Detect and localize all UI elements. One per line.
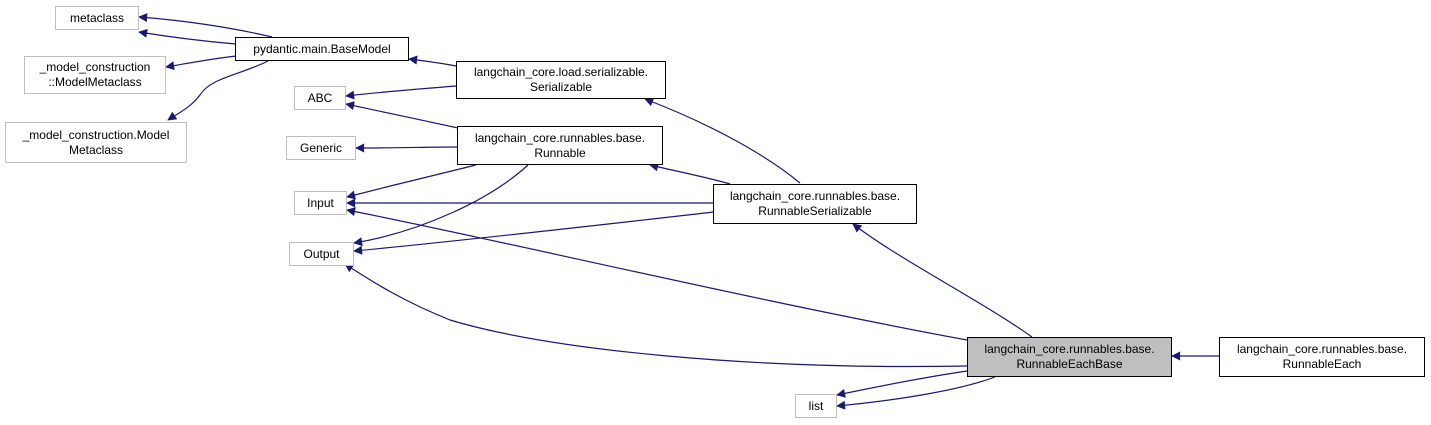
edge-serializable-abc: [345, 85, 457, 100]
node-label: RunnableEach: [1282, 357, 1362, 371]
node-runnable-each-base[interactable]: langchain_core.runnables.base. RunnableE…: [967, 337, 1172, 377]
node-output[interactable]: Output: [289, 242, 354, 266]
edge-serializable-basemodel: [408, 55, 457, 67]
node-generic[interactable]: Generic: [286, 136, 356, 160]
edge-basemodel-modelmetaclass-ns: [165, 55, 237, 71]
node-label: RunnableEachBase: [1016, 357, 1123, 371]
node-runnable-serializable[interactable]: langchain_core.runnables.base. RunnableS…: [713, 184, 917, 224]
node-label: Serializable: [529, 80, 593, 94]
node-label: _model_construction: [39, 60, 151, 74]
edge-runnable-input: [346, 164, 477, 200]
node-label: ABC: [307, 90, 333, 105]
edge-runnableeachbase-list-2: [836, 376, 996, 410]
node-label: langchain_core.runnables.base.: [1236, 342, 1408, 356]
node-model-metaclass-ns[interactable]: _model_construction ::ModelMetaclass: [24, 56, 166, 94]
edge-runnableserializable-runnable: [649, 162, 731, 185]
node-serializable[interactable]: langchain_core.load.serializable. Serial…: [456, 61, 666, 99]
node-label: Output: [303, 246, 340, 261]
node-metaclass[interactable]: metaclass: [55, 6, 139, 30]
node-label: _model_construction.Model: [22, 127, 170, 142]
node-label: Input: [307, 195, 334, 210]
node-label: Metaclass: [68, 142, 124, 157]
node-label: metaclass: [69, 10, 125, 25]
edge-basemodel-modelmetaclass-dot: [167, 60, 269, 121]
edge-runnableeachbase-input: [346, 207, 968, 341]
node-label: langchain_core.runnables.base.: [984, 342, 1155, 356]
node-list[interactable]: list: [795, 394, 837, 418]
node-label: Generic: [299, 140, 343, 155]
node-label: langchain_core.runnables.base.: [729, 189, 901, 203]
edge-runnable-abc: [345, 101, 459, 129]
edge-runnableeachbase-list-1: [836, 370, 968, 398]
node-runnable[interactable]: langchain_core.runnables.base. Runnable: [457, 126, 663, 165]
node-input[interactable]: Input: [294, 191, 347, 215]
node-label: langchain_core.runnables.base.: [474, 130, 646, 145]
node-label: langchain_core.load.serializable.: [473, 65, 649, 79]
node-base-model[interactable]: pydantic.main.BaseModel: [235, 37, 409, 61]
node-label: Runnable: [534, 145, 586, 160]
node-label: list: [808, 398, 824, 413]
node-label: RunnableSerializable: [758, 204, 872, 218]
node-runnable-each[interactable]: langchain_core.runnables.base. RunnableE…: [1219, 337, 1425, 377]
node-abc[interactable]: ABC: [294, 86, 346, 110]
edge-runnableserializable-output: [353, 211, 715, 255]
edge-runnable-generic: [355, 143, 459, 153]
edge-runnableeachbase-runnableserializable: [852, 223, 1033, 338]
edge-runnableserializable-serializable: [644, 97, 801, 184]
node-model-metaclass-dot[interactable]: _model_construction.Model Metaclass: [5, 122, 187, 163]
edge-runnable-output: [353, 164, 529, 247]
edge-basemodel-metaclass-1: [138, 13, 273, 38]
edge-basemodel-metaclass-2: [138, 28, 237, 45]
edge-runnableeachbase-output: [344, 263, 968, 368]
node-label: pydantic.main.BaseModel: [253, 41, 391, 56]
node-label: ::ModelMetaclass: [48, 75, 142, 89]
